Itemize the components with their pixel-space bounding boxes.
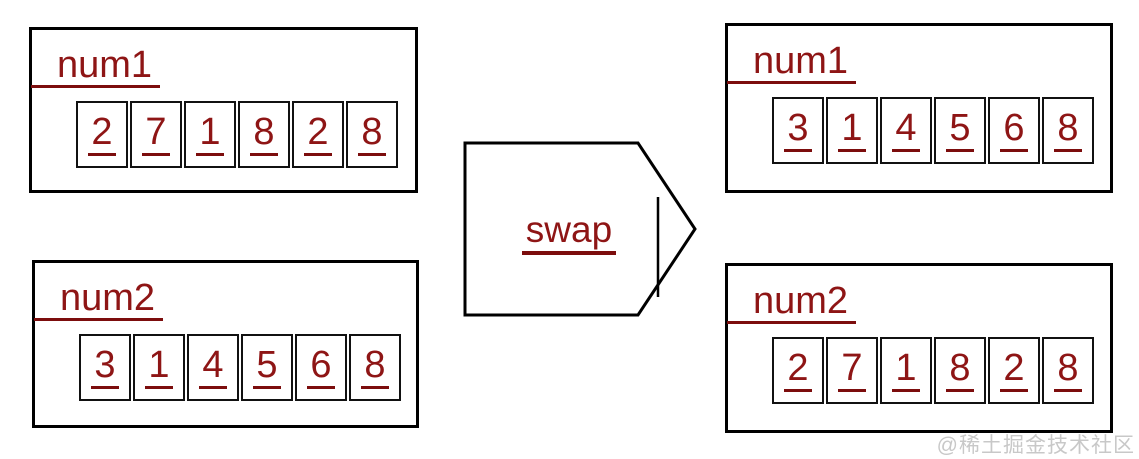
array-cell: 6 xyxy=(295,334,347,401)
digit: 2 xyxy=(304,113,332,156)
array-cell: 8 xyxy=(1042,337,1094,404)
digit: 2 xyxy=(784,349,812,392)
digit: 5 xyxy=(946,109,974,152)
num2-after-cells: 2 7 1 8 2 8 xyxy=(772,337,1110,404)
num1-before-label: num1 xyxy=(31,46,161,88)
digit: 1 xyxy=(145,346,173,389)
digit: 4 xyxy=(199,346,227,389)
arrow-pentagon xyxy=(463,141,697,317)
swap-label-wrap: swap xyxy=(463,211,675,255)
digit: 8 xyxy=(1054,349,1082,392)
array-cell: 2 xyxy=(292,101,344,168)
array-cell: 2 xyxy=(988,337,1040,404)
digit: 1 xyxy=(838,109,866,152)
array-cell: 1 xyxy=(826,97,878,164)
array-cell: 7 xyxy=(130,101,182,168)
digit: 3 xyxy=(784,109,812,152)
digit: 7 xyxy=(142,113,170,156)
box-label-row: num2 xyxy=(34,279,416,321)
array-cell: 4 xyxy=(187,334,239,401)
digit: 2 xyxy=(1000,349,1028,392)
array-cell: 1 xyxy=(880,337,932,404)
array-cell: 2 xyxy=(76,101,128,168)
num1-before-box: num1 2 7 1 8 2 8 xyxy=(29,27,418,193)
swap-label: swap xyxy=(521,211,617,255)
num1-after-label: num1 xyxy=(727,42,857,84)
array-cell: 5 xyxy=(934,97,986,164)
digit: 6 xyxy=(307,346,335,389)
num1-after-cells: 3 1 4 5 6 8 xyxy=(772,97,1110,164)
array-cell: 3 xyxy=(79,334,131,401)
array-cell: 3 xyxy=(772,97,824,164)
num2-before-box: num2 3 1 4 5 6 8 xyxy=(32,260,419,428)
array-cell: 8 xyxy=(346,101,398,168)
array-cell: 8 xyxy=(349,334,401,401)
digit: 8 xyxy=(250,113,278,156)
digit: 8 xyxy=(1054,109,1082,152)
array-cell: 1 xyxy=(184,101,236,168)
array-cell: 1 xyxy=(133,334,185,401)
num2-after-label: num2 xyxy=(727,282,857,324)
box-label-row: num1 xyxy=(31,46,415,88)
digit: 5 xyxy=(253,346,281,389)
watermark: @稀土掘金技术社区 xyxy=(936,433,1135,457)
array-cell: 4 xyxy=(880,97,932,164)
digit: 3 xyxy=(91,346,119,389)
array-cell: 8 xyxy=(238,101,290,168)
array-cell: 6 xyxy=(988,97,1040,164)
digit: 4 xyxy=(892,109,920,152)
num1-after-box: num1 3 1 4 5 6 8 xyxy=(725,23,1113,193)
array-cell: 7 xyxy=(826,337,878,404)
digit: 8 xyxy=(361,346,389,389)
num2-after-box: num2 2 7 1 8 2 8 xyxy=(725,263,1113,433)
num2-before-label: num2 xyxy=(34,279,164,321)
box-label-row: num2 xyxy=(727,282,1110,324)
digit: 8 xyxy=(358,113,386,156)
digit: 1 xyxy=(892,349,920,392)
array-cell: 8 xyxy=(1042,97,1094,164)
num1-before-cells: 2 7 1 8 2 8 xyxy=(76,101,415,168)
digit: 1 xyxy=(196,113,224,156)
digit: 2 xyxy=(88,113,116,156)
digit: 7 xyxy=(838,349,866,392)
swap-arrow-shape xyxy=(463,141,697,317)
num2-before-cells: 3 1 4 5 6 8 xyxy=(79,334,416,401)
digit: 8 xyxy=(946,349,974,392)
array-cell: 8 xyxy=(934,337,986,404)
array-cell: 5 xyxy=(241,334,293,401)
digit: 6 xyxy=(1000,109,1028,152)
array-cell: 2 xyxy=(772,337,824,404)
box-label-row: num1 xyxy=(727,42,1110,84)
